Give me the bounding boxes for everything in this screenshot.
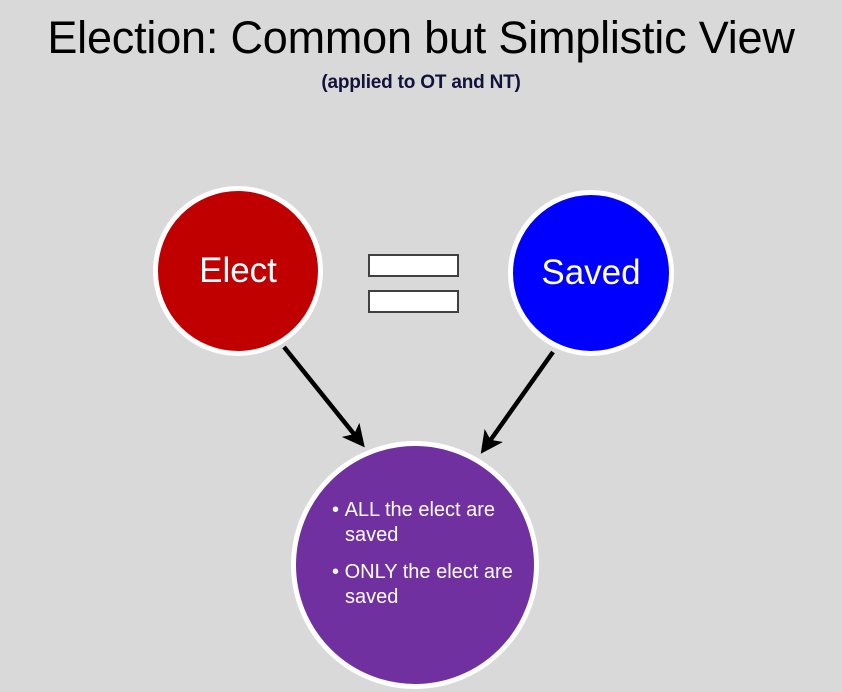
equals-sign [368,254,459,313]
node-saved[interactable]: Saved [508,190,674,356]
equals-bar-top [368,254,459,277]
node-result[interactable]: ALL the elect are saved ONLY the elect a… [291,441,539,689]
equals-bar-bottom [368,290,459,313]
arrow-saved-to-result [480,350,555,454]
page-subtitle: (applied to OT and NT) [321,72,521,93]
result-bullet-list: ALL the elect are saved ONLY the elect a… [332,498,518,610]
list-item: ALL the elect are saved [332,498,518,548]
arrow-elect-to-result [282,345,365,448]
node-saved-label: Saved [541,252,641,292]
node-elect-label: Elect [199,250,277,290]
page-title: Election: Common but Simplistic View [47,12,795,63]
node-elect[interactable]: Elect [153,186,323,356]
list-item: ONLY the elect are saved [332,560,518,610]
